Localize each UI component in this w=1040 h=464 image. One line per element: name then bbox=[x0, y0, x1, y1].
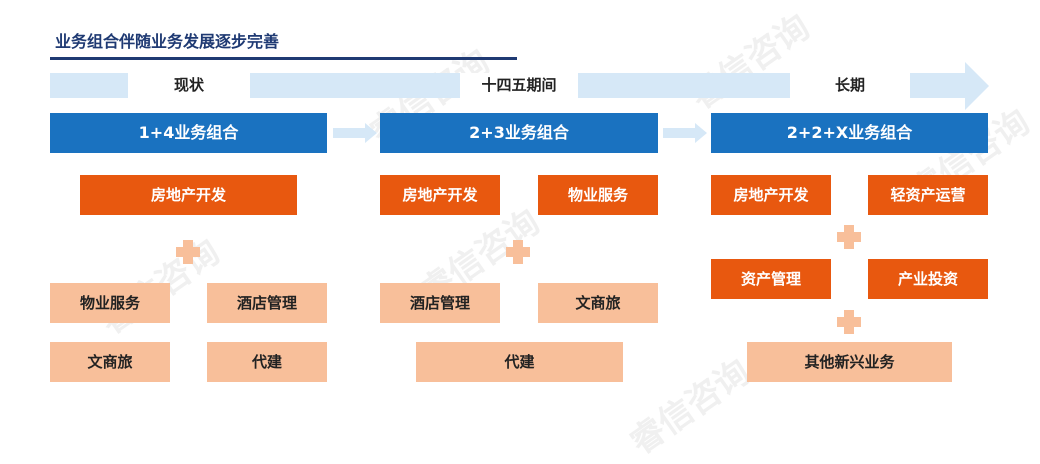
business-box-culture-tourism: 文商旅 bbox=[50, 342, 170, 382]
watermark: 睿信咨询 bbox=[682, 6, 818, 118]
arrow-right-icon bbox=[663, 123, 707, 143]
period-label-14th-five-year: 十四五期间 bbox=[460, 73, 578, 98]
timeline-arrow-icon bbox=[965, 62, 989, 110]
business-box-hotel-management: 酒店管理 bbox=[207, 283, 327, 323]
business-box-real-estate: 房地产开发 bbox=[711, 175, 831, 215]
business-box-real-estate: 房地产开发 bbox=[80, 175, 297, 215]
title-underline bbox=[50, 57, 517, 60]
business-box-emerging-business: 其他新兴业务 bbox=[747, 342, 952, 382]
page-title: 业务组合伴随业务发展逐步完善 bbox=[55, 32, 280, 51]
header-14th-five-year-combo: 2+3业务组合 bbox=[380, 113, 658, 153]
watermark: 睿信咨询 bbox=[622, 351, 758, 463]
plus-icon bbox=[506, 240, 530, 264]
business-box-asset-management: 资产管理 bbox=[711, 259, 831, 299]
period-label-current: 现状 bbox=[128, 73, 250, 98]
business-box-agent-construction: 代建 bbox=[207, 342, 327, 382]
business-box-hotel-management: 酒店管理 bbox=[380, 283, 500, 323]
period-label-long-term: 长期 bbox=[790, 73, 910, 98]
business-box-light-asset-operation: 轻资产运营 bbox=[868, 175, 988, 215]
arrow-right-icon bbox=[333, 123, 377, 143]
business-box-property-service: 物业服务 bbox=[538, 175, 658, 215]
plus-icon bbox=[176, 240, 200, 264]
header-long-term-combo: 2+2+X业务组合 bbox=[711, 113, 988, 153]
business-box-industry-investment: 产业投资 bbox=[868, 259, 988, 299]
plus-icon bbox=[837, 310, 861, 334]
business-box-culture-tourism: 文商旅 bbox=[538, 283, 658, 323]
business-box-agent-construction: 代建 bbox=[416, 342, 623, 382]
header-current-combo: 1+4业务组合 bbox=[50, 113, 327, 153]
plus-icon bbox=[837, 225, 861, 249]
business-box-real-estate: 房地产开发 bbox=[380, 175, 500, 215]
business-box-property-service: 物业服务 bbox=[50, 283, 170, 323]
